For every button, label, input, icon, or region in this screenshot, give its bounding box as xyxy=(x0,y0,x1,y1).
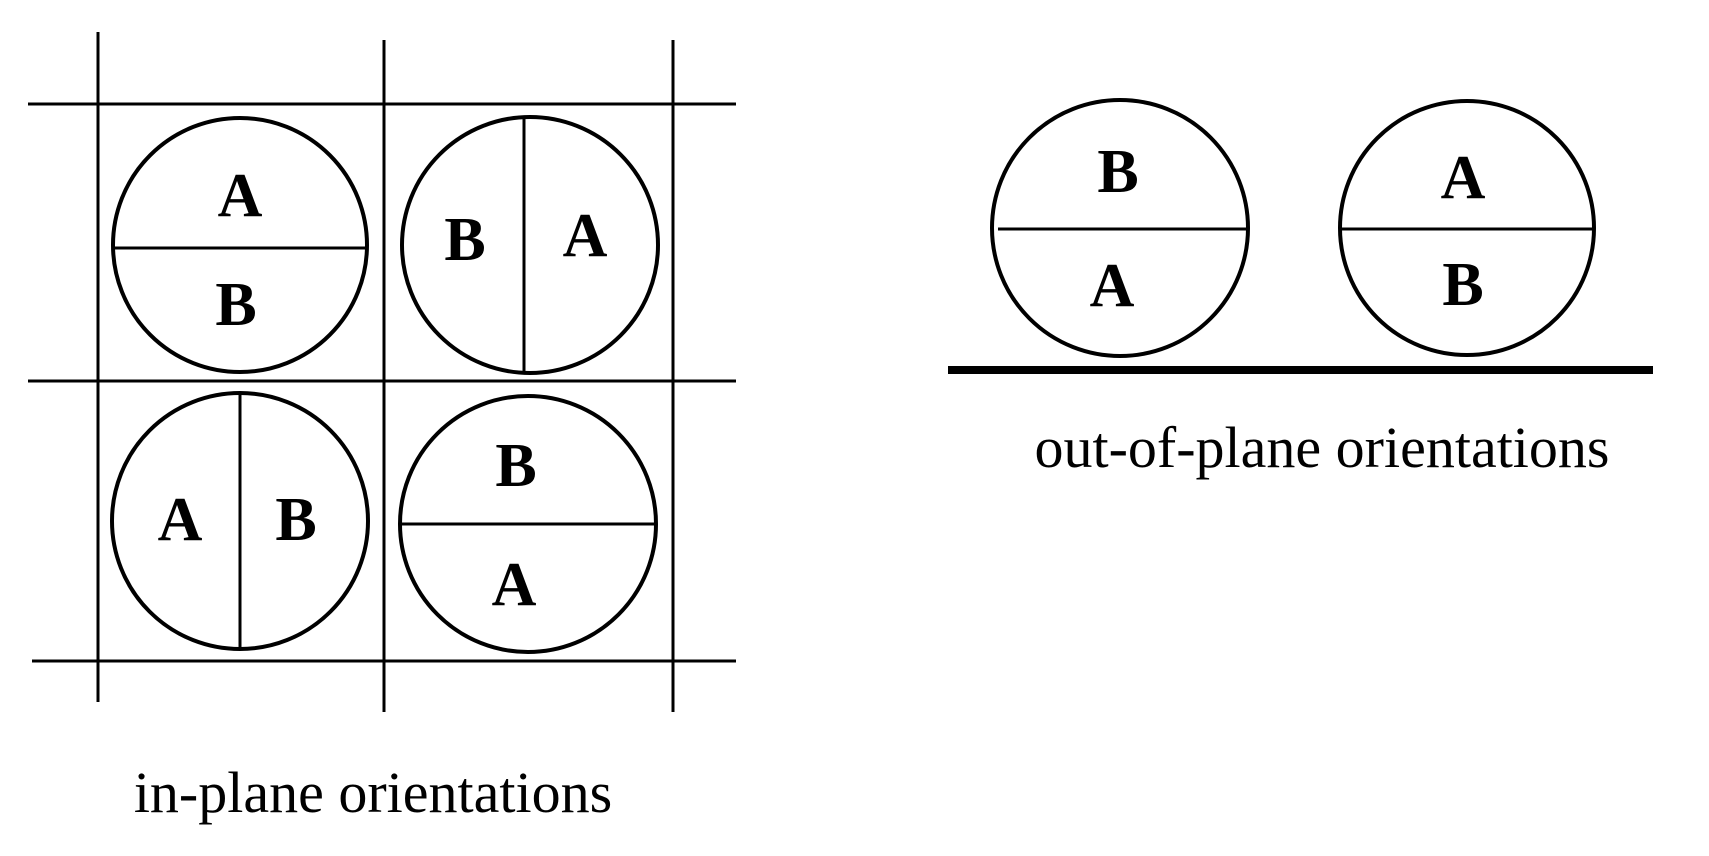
particle-label: A xyxy=(158,486,203,554)
particle-label: A xyxy=(1441,144,1486,212)
particle-label: A xyxy=(563,202,608,270)
in-plane-cell-3: A B xyxy=(110,391,370,651)
particle-label: B xyxy=(1442,251,1483,319)
particle-label: B xyxy=(495,432,536,500)
out-of-plane-caption: out-of-plane orientations xyxy=(1035,415,1610,480)
out-of-plane-group: B A A B xyxy=(948,98,1653,374)
in-plane-caption: in-plane orientations xyxy=(134,760,612,825)
particle-circle xyxy=(400,115,660,375)
particle-label: A xyxy=(492,551,537,619)
particle-label: A xyxy=(218,162,263,230)
in-plane-grid xyxy=(28,32,736,712)
particle-label: B xyxy=(275,486,316,554)
particle-circle xyxy=(111,116,369,374)
particle-label: B xyxy=(215,271,256,339)
particle-label: B xyxy=(444,206,485,274)
in-plane-cell-4: B A xyxy=(398,394,658,654)
in-plane-cell-2: B A xyxy=(400,115,660,375)
particle-label: A xyxy=(1090,252,1135,320)
out-of-plane-sphere-1: B A xyxy=(990,98,1250,358)
out-of-plane-sphere-2: A B xyxy=(1338,99,1596,357)
in-plane-cell-1: A B xyxy=(111,116,369,374)
particle-label: B xyxy=(1097,138,1138,206)
